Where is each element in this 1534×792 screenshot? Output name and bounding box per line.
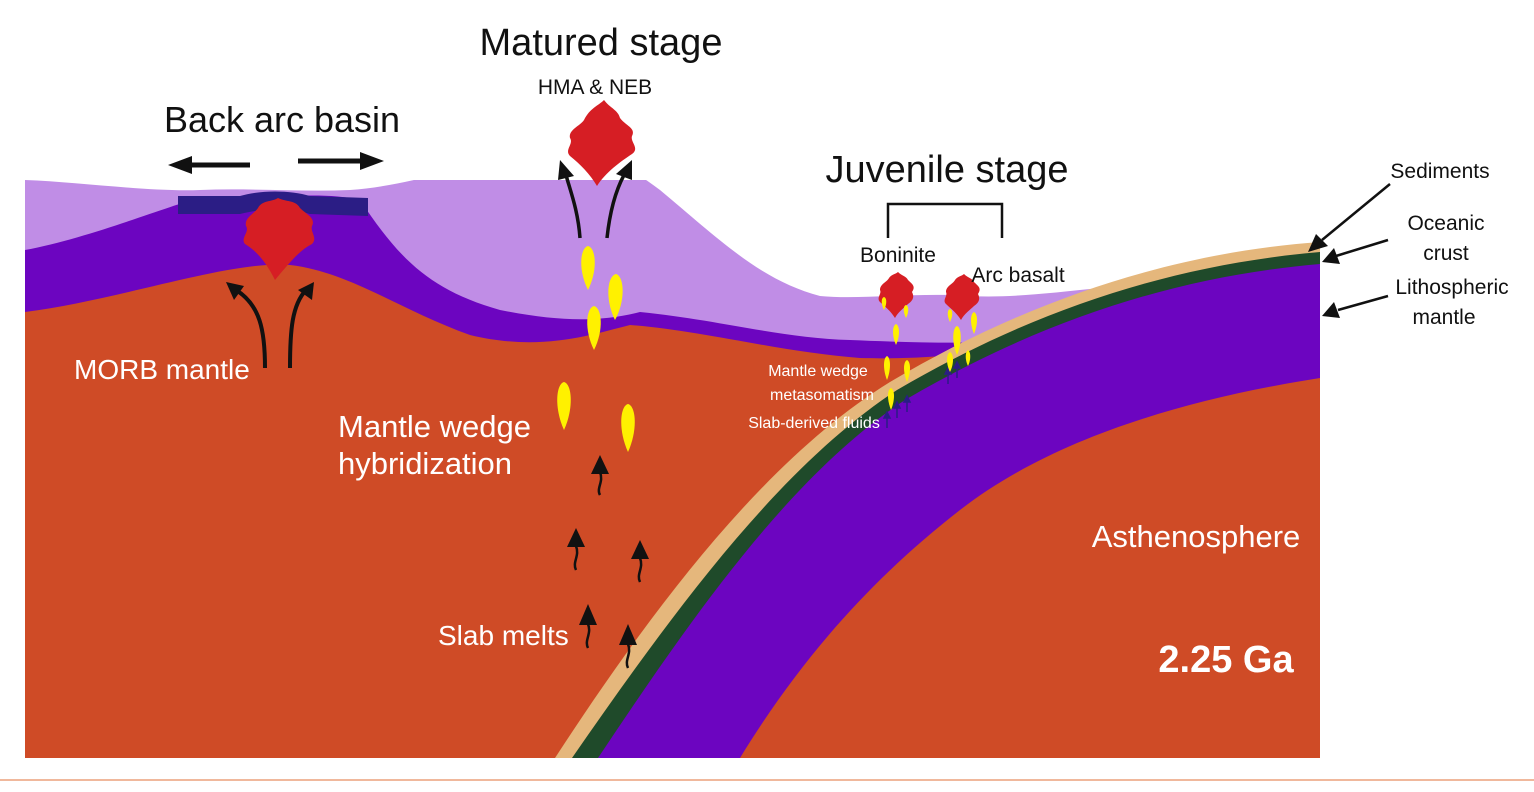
morb-mantle-label: MORB mantle bbox=[74, 354, 250, 385]
morb-upwelling-arrows bbox=[226, 282, 314, 369]
back-arc-basin-title: Back arc basin bbox=[164, 99, 400, 140]
slab-derived-fluids-label: Slab-derived fluids bbox=[748, 415, 880, 432]
slab-melts-label: Slab melts bbox=[438, 620, 569, 651]
asthenosphere-label: Asthenosphere bbox=[1092, 519, 1301, 554]
oceanic-crust-label-line1: Oceanic bbox=[1407, 212, 1484, 235]
pointer-arrows bbox=[1308, 183, 1391, 318]
lithospheric-mantle-label-line1: Lithospheric bbox=[1395, 276, 1508, 299]
sky-cutout bbox=[0, 0, 1534, 298]
mantle-wedge-hybridization-line2: hybridization bbox=[338, 446, 512, 481]
matured-arrows bbox=[558, 160, 632, 239]
mantle-wedge-hybridization-line1: Mantle wedge bbox=[338, 409, 531, 444]
oceanic-crust-label-line2: crust bbox=[1423, 242, 1469, 265]
arc-basalt-magma bbox=[944, 274, 980, 320]
mantle-wedge-metasomatism-line2: metasomatism bbox=[770, 387, 874, 404]
age-label: 2.25 Ga bbox=[1158, 639, 1294, 681]
mantle-wedge-metasomatism-line1: Mantle wedge bbox=[768, 363, 868, 380]
hma-neb-label: HMA & NEB bbox=[538, 76, 652, 99]
sediments-label: Sediments bbox=[1390, 160, 1489, 183]
slab-fluid-arrows bbox=[882, 360, 962, 428]
extension-arrows bbox=[168, 152, 384, 174]
lithospheric-mantle-label-line2: mantle bbox=[1412, 306, 1475, 329]
bottom-rule bbox=[0, 779, 1534, 781]
arc-basalt-label: Arc basalt bbox=[971, 264, 1065, 287]
juvenile-bracket bbox=[886, 202, 1004, 238]
matured-magma bbox=[568, 100, 636, 186]
slab-lithospheric-mantle bbox=[590, 262, 1320, 758]
melt-drops bbox=[557, 246, 977, 452]
boninite-label: Boninite bbox=[860, 244, 936, 267]
juvenile-stage-title: Juvenile stage bbox=[826, 149, 1069, 191]
matured-stage-title: Matured stage bbox=[480, 22, 723, 64]
back-arc-magma bbox=[243, 198, 315, 280]
slab-melt-arrows bbox=[567, 455, 649, 669]
